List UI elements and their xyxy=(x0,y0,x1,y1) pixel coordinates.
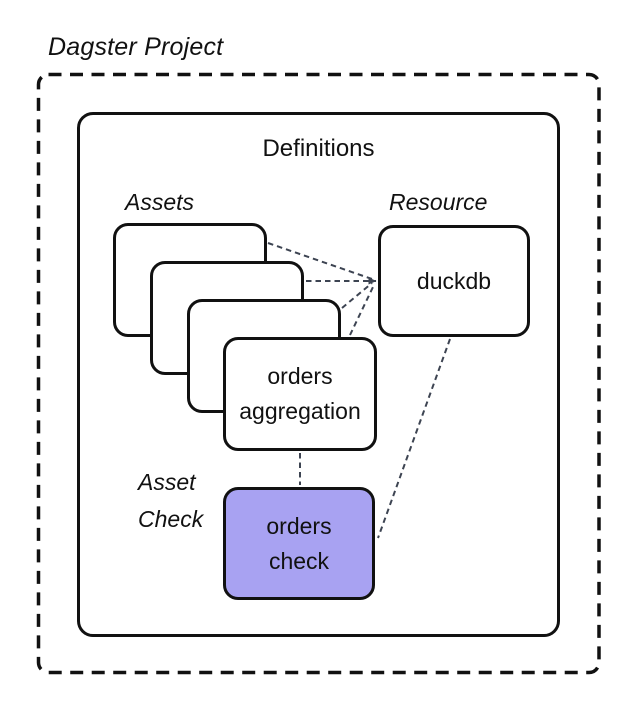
resource-group-label: Resource xyxy=(389,189,488,215)
asset-node-label-line2: aggregation xyxy=(239,398,361,424)
asset-check-group-label: Asset Check xyxy=(138,464,203,538)
resource-node-duckdb: duckdb xyxy=(378,225,530,337)
asset-check-node-label-line2: check xyxy=(268,547,330,574)
definitions-box xyxy=(77,112,560,637)
definitions-label: Definitions xyxy=(262,135,375,162)
assets-group-label: Assets xyxy=(125,189,195,215)
asset-node-label-line1: orders xyxy=(267,363,333,389)
asset-check-node-orders-check: orders check xyxy=(223,487,375,600)
asset-check-node-label-line1: orders xyxy=(266,512,332,539)
asset-check-group-label-line2: Check xyxy=(138,506,204,532)
resource-node-label: duckdb xyxy=(416,267,492,294)
diagram-title: Dagster Project xyxy=(48,33,224,61)
asset-node-orders-aggregation: orders aggregation xyxy=(223,337,377,451)
asset-check-group-label-line1: Asset xyxy=(138,469,196,495)
